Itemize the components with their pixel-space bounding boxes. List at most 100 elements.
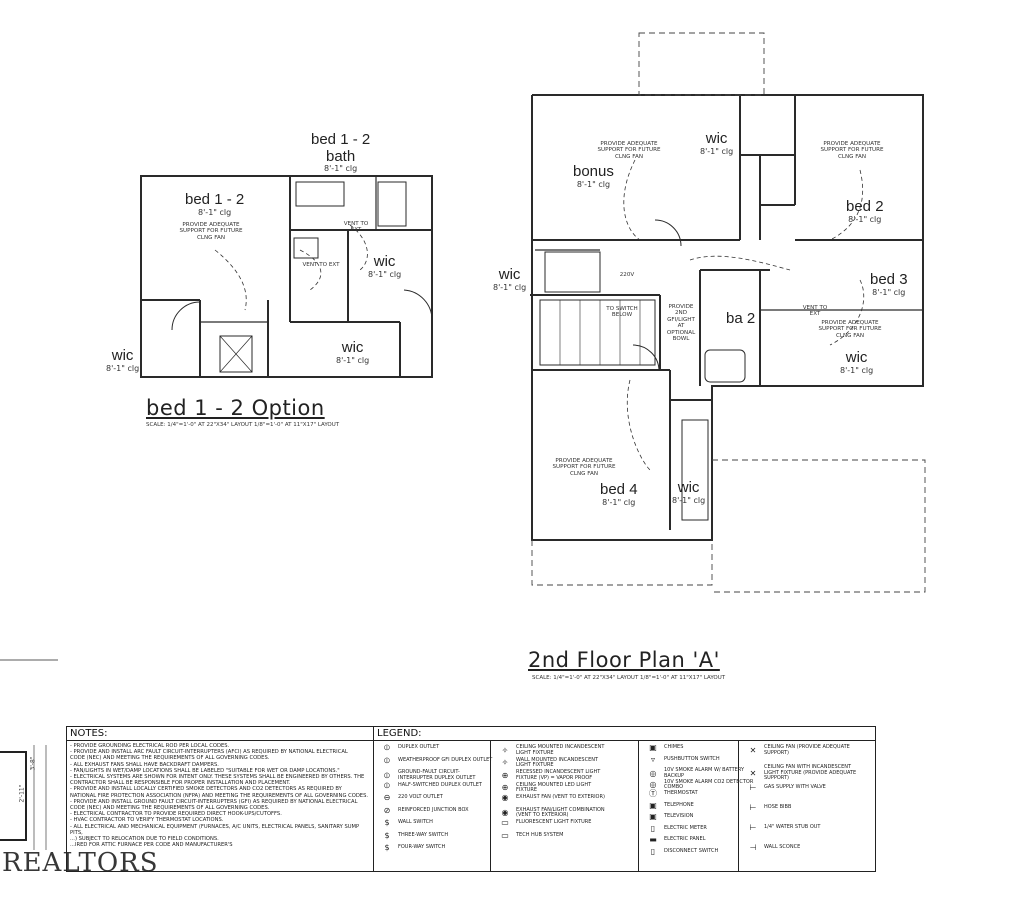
- option-plan-scale: SCALE: 1/4"=1'-0" AT 22"X34" LAYOUT 1/8"…: [146, 422, 340, 428]
- note-item: - ALL EXHAUST FANS SHALL HAVE BACKDRAFT …: [70, 761, 219, 768]
- legend-item: ◎10V SMOKE ALARM CO2 DETECTOR COMBO: [642, 779, 759, 791]
- legend-label: HOSE BIBB: [764, 804, 792, 810]
- room-label-wic: wic 8'-1" clg: [368, 253, 402, 279]
- legend-item: ⊢GAS SUPPLY WITH VALVE: [742, 783, 859, 792]
- ceiling-height: 8'-1" clg: [848, 214, 882, 224]
- legend-item: ⊕ CEILING MOUNTED LED LIGHT FIXTURE: [494, 781, 611, 794]
- legend-column-divider: [638, 741, 639, 871]
- room-name: bed 3: [870, 271, 908, 288]
- ceiling-height: 8'-1" clg: [672, 495, 706, 505]
- room-name: wic: [341, 339, 364, 356]
- legend-label: FLUORESCENT LIGHT FIXTURE: [516, 819, 592, 825]
- room-label-wic: wic 8'-1" clg: [336, 339, 370, 365]
- legend-label: CEILING FAN WITH INCANDESCENT LIGHT FIXT…: [764, 764, 857, 782]
- legend-item: ⊖ 220 VOLT OUTLET: [376, 793, 493, 802]
- fan-support-note: PROVIDE ADEQUATE SUPPORT FOR FUTURE CLNG…: [179, 222, 243, 241]
- legend-symbol-icon: Ⓣ: [649, 789, 657, 798]
- fan-support-note: PROVIDE ADEQUATE SUPPORT FOR FUTURE CLNG…: [820, 141, 884, 160]
- legend-item: ✕CEILING FAN WITH INCANDESCENT LIGHT FIX…: [742, 764, 859, 782]
- legend-item: ▣TELEVISION: [642, 813, 759, 820]
- room-name: bed 4: [600, 481, 638, 498]
- room-name: wic: [373, 253, 396, 270]
- main-plan-title: 2nd Floor Plan 'A': [528, 648, 720, 672]
- option-outer-wall: [140, 175, 433, 378]
- legend-item: ▯ELECTRIC METER: [642, 824, 759, 831]
- room-name: bonus: [573, 163, 614, 180]
- legend-heading: LEGEND:: [377, 728, 422, 739]
- main-plan-scale: SCALE: 1/4"=1'-0" AT 22"X34" LAYOUT 1/8"…: [532, 675, 726, 681]
- legend-item: ✧CEILING MOUNTED INCANDESCENT LIGHT FIXT…: [494, 744, 611, 756]
- ceiling-height: 8'-1" clg: [336, 355, 370, 365]
- legend-label: FOUR-WAY SWITCH: [398, 844, 446, 850]
- ceiling-height: 8'-1" clg: [368, 269, 402, 279]
- legend-label: CEILING FAN (PROVIDE ADEQUATE SUPPORT): [764, 744, 850, 756]
- room-label-wic: wic 8'-1" clg: [493, 266, 527, 292]
- ceiling-height: 8'-1" clg: [840, 365, 874, 375]
- legend-item: ▭FLUORESCENT LIGHT FIXTURE: [494, 819, 611, 826]
- fan-support-note: PROVIDE ADEQUATE SUPPORT FOR FUTURE CLNG…: [597, 141, 661, 160]
- room-label-bath: bed 1 - 2 bath 8'-1" clg: [311, 131, 370, 174]
- legend-symbol-icon: ⊖: [383, 793, 391, 802]
- room-label-wic: wic 8'-1" clg: [840, 349, 874, 375]
- brand-watermark: REALTORS: [2, 848, 159, 878]
- room-label-wic: wic 8'-1" clg: [106, 347, 140, 373]
- legend-symbol-icon: ⊢: [749, 803, 757, 812]
- legend-symbol-icon: ⦶: [384, 770, 390, 780]
- legend-symbol-icon: ◎: [649, 768, 657, 778]
- legend-item: $FOUR-WAY SWITCH: [376, 844, 493, 851]
- legend-label: GROUND-FAULT CIRCUIT-INTERRUPTER DUPLEX …: [398, 769, 476, 781]
- ceiling-height: 8'-1" clg: [493, 282, 527, 292]
- note-item: - ELECTRICAL CONTRACTOR TO PROVIDE REQUI…: [70, 811, 282, 818]
- room-name: wic: [677, 479, 700, 496]
- room-label-bed-1-2: bed 1 - 2 8'-1" clg: [185, 191, 245, 217]
- divider: [374, 740, 875, 741]
- legend-symbol-icon: ⊕: [501, 770, 509, 780]
- ceiling-height: 8'-1" clg: [106, 363, 140, 373]
- legend-label: TECH HUB SYSTEM: [516, 831, 564, 838]
- legend-label: PUSHBUTTON SWITCH: [664, 755, 720, 762]
- legend-symbol-icon: ⊕: [501, 783, 509, 793]
- legend-label: 10V SMOKE ALARM W/ BATTERY BACKUP: [664, 767, 745, 779]
- room-name: ba 2: [726, 310, 756, 327]
- room-name: wic: [111, 347, 134, 364]
- legend-label: CEILING MOUNTED LED LIGHT FIXTURE: [516, 781, 592, 794]
- legend-symbol-icon: ▿: [650, 754, 655, 764]
- room-name: wic: [498, 266, 521, 283]
- note-item: NATIONAL FIRE PROTECTION ASSOCIATION (NF…: [70, 792, 369, 799]
- legend-item: ▬ELECTRIC PANEL: [642, 835, 759, 844]
- notes-panel: NOTES: - PROVIDE GROUNDING ELECTRICAL RO…: [66, 726, 374, 872]
- switch-note: TO SWITCH BELOW: [606, 306, 638, 319]
- note-item: - PROVIDE AND INSTALL LOCALLY CERTIFIED …: [70, 786, 342, 793]
- legend-symbol-icon: ◉: [501, 808, 509, 818]
- note-item: CODE (NEC) AND MEETING THE REQUIREMENTS …: [70, 755, 270, 762]
- note-item: ...IRED FOR ATTIC FURNACE PER CODE AND M…: [70, 842, 233, 849]
- legend-item: ✧WALL MOUNTED INCANDESCENT LIGHT FIXTURE: [494, 757, 611, 769]
- legend-symbol-icon: ⊢: [749, 823, 757, 832]
- legend-label: DUPLEX OUTLET: [398, 744, 440, 750]
- ceiling-height: 8'-1" clg: [198, 207, 232, 217]
- legend-item: ⦶ GROUND-FAULT CIRCUIT-INTERRUPTER DUPLEX…: [376, 769, 493, 781]
- divider: [67, 740, 373, 741]
- notes-heading: NOTES:: [70, 728, 108, 739]
- legend-item: ⊕ RECESSED INCANDESCENT LIGHT FIXTURE (VP…: [494, 769, 611, 781]
- vent-note: VENT TO EXT: [302, 262, 340, 268]
- legend-symbol-icon: ⦶: [384, 755, 390, 765]
- legend-symbol-icon: ⊘: [383, 805, 391, 815]
- legend-symbol-icon: $: [384, 830, 390, 840]
- outlet-note: 220V: [619, 272, 635, 278]
- legend-item: ⊢ HOSE BIBB: [742, 803, 859, 812]
- room-name: bed 1 - 2: [185, 191, 245, 208]
- ceiling-height: 8'-1" clg: [872, 287, 906, 297]
- legend-label: 220 VOLT OUTLET: [398, 794, 443, 800]
- ceiling-height: 8'-1" clg: [576, 179, 611, 189]
- legend-item: ▿ PUSHBUTTON SWITCH: [642, 754, 759, 764]
- note-item: - PROVIDE GROUNDING ELECTRICAL ROD PER L…: [70, 743, 230, 749]
- legend-label: RECESSED INCANDESCENT LIGHT FIXTURE (VP)…: [516, 769, 601, 781]
- option-plan-title: bed 1 - 2 Option: [146, 396, 325, 420]
- legend-symbol-icon: ⊢: [749, 783, 757, 792]
- legend-symbol-icon: ▬: [649, 835, 657, 844]
- legend-label: THREE-WAY SWITCH: [398, 831, 449, 838]
- note-item: - HVAC CONTRACTOR TO VERIFY THERMOSTAT L…: [70, 817, 224, 824]
- legend-label: THERMOSTAT: [664, 790, 698, 796]
